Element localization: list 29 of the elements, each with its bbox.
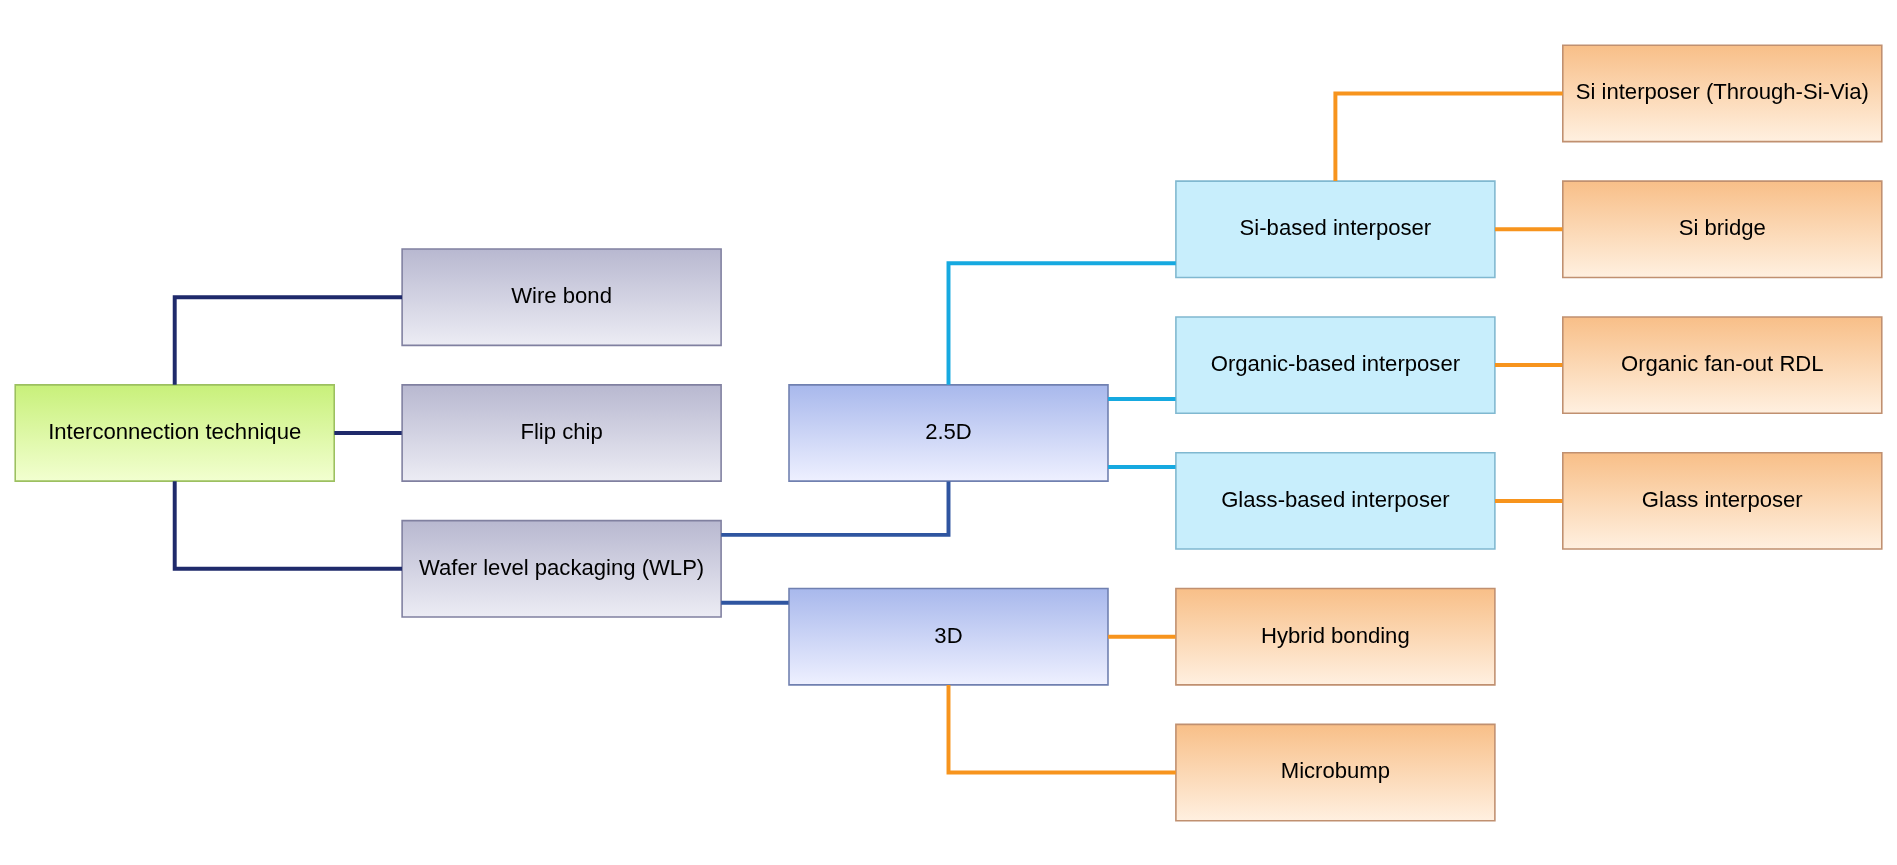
node-box: Wire bond bbox=[401, 247, 722, 346]
node-box: 2.5D bbox=[788, 383, 1109, 482]
node-box: 3D bbox=[788, 587, 1109, 686]
node-box: Glass-based interposer bbox=[1175, 451, 1496, 550]
connector bbox=[1108, 634, 1176, 639]
connector bbox=[1108, 396, 1176, 401]
node-box: Si interposer (Through-Si-Via) bbox=[1562, 44, 1883, 142]
node-box: Organic fan-out RDL bbox=[1562, 315, 1883, 414]
node-box: Glass interposer bbox=[1562, 451, 1883, 550]
connector bbox=[1333, 91, 1563, 181]
node-box: Interconnection technique bbox=[14, 383, 335, 482]
connector bbox=[946, 684, 1176, 774]
node-box: Wafer level packaging (WLP) bbox=[401, 519, 722, 618]
connector bbox=[721, 600, 789, 605]
node-box: Flip chip bbox=[401, 383, 722, 482]
connector bbox=[721, 481, 951, 537]
connector bbox=[172, 480, 402, 571]
connector bbox=[1495, 226, 1563, 231]
node-box: Microbump bbox=[1175, 723, 1496, 821]
connector bbox=[334, 430, 402, 435]
connector bbox=[172, 294, 402, 385]
connector bbox=[1495, 362, 1563, 367]
connector bbox=[1108, 464, 1176, 469]
node-box: Si bridge bbox=[1562, 179, 1883, 278]
connector bbox=[1495, 498, 1563, 503]
connector bbox=[946, 260, 1176, 385]
node-box: Si-based interposer bbox=[1175, 179, 1496, 278]
node-box: Organic-based interposer bbox=[1175, 315, 1496, 414]
node-box: Hybrid bonding bbox=[1175, 587, 1496, 686]
